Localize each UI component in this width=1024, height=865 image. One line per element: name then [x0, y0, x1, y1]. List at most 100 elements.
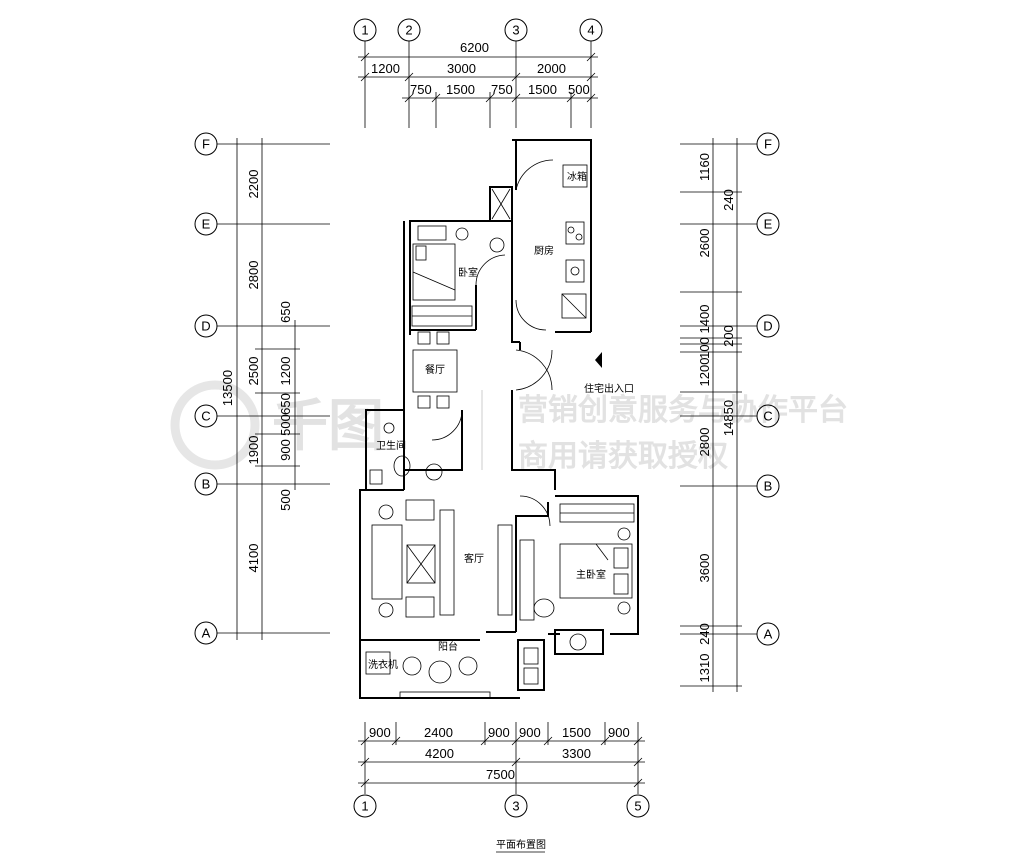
axis-label: A [202, 626, 211, 641]
dim-top: 1200 [371, 61, 400, 76]
building-walls [359, 139, 639, 699]
tv-cabinet-icon [497, 524, 513, 616]
axis-label: 1 [361, 23, 368, 38]
dim-bottom: 1500 [562, 725, 591, 740]
watermark: 千图 营销创意服务与协作平台 商用请获取授权 [170, 380, 848, 474]
axis-marker-top-1: 1 [353, 18, 377, 42]
dim-right-total: 14850 [721, 400, 736, 436]
room-labels: 厨房 冰箱 卧室 餐厅 卫生间 客厅 主卧室 阳台 洗衣机 住宅出入口 [368, 170, 634, 671]
dim-left: 2800 [246, 261, 261, 290]
axis-label: E [202, 217, 211, 232]
chair-icon [533, 598, 555, 618]
lamp-icon [617, 527, 631, 541]
dim-right: 240 [721, 189, 736, 211]
dim-top: 3000 [447, 61, 476, 76]
dim-left-inner: 900 [278, 439, 293, 461]
axis-marker-left-D: D [194, 314, 218, 338]
axis-label: C [763, 409, 772, 424]
axis-marker-left-E: E [194, 212, 218, 236]
room-label-balcony: 阳台 [438, 640, 458, 653]
dim-right: 2800 [697, 428, 712, 457]
dim-top: 1500 [446, 82, 475, 97]
axis-marker-bottom-5: 5 [626, 794, 650, 818]
chair-icon [458, 656, 478, 676]
doors-and-fixtures [365, 159, 635, 685]
sofa-icon [371, 524, 403, 600]
dim-left: 4100 [246, 544, 261, 573]
dim-bottom: 2400 [424, 725, 453, 740]
washer-icon [365, 651, 391, 675]
dim-bottom: 900 [519, 725, 541, 740]
armchair-icon [405, 499, 435, 521]
stove-icon [565, 221, 585, 245]
dining-table-icon [412, 349, 458, 393]
kitchen-cabinet-icon [561, 293, 587, 319]
axis-label: F [202, 137, 210, 152]
room-label-bathroom: 卫生间 [376, 439, 406, 452]
dim-right: 1160 [697, 153, 712, 181]
dim-left: 1900 [246, 436, 261, 465]
dim-bottom: 3300 [562, 746, 591, 761]
dim-right: 1310 [697, 654, 712, 683]
axis-label: B [764, 479, 773, 494]
axis-label: E [764, 217, 773, 232]
dim-bottom: 900 [488, 725, 510, 740]
dim-left-inner: 650 [278, 393, 293, 415]
bed-icon [412, 243, 456, 301]
right-dimensions: F E D C B A 1160 240 2600 1400 200 1200 … [680, 132, 780, 692]
dim-right: 3600 [697, 554, 712, 583]
rug-icon [439, 509, 455, 616]
axis-marker-right-E: E [756, 212, 780, 236]
dim-top: 1500 [528, 82, 557, 97]
watermark-logo-icon [170, 380, 260, 470]
drawing-caption: 平面布置图 [496, 839, 546, 851]
dim-top: 2000 [537, 61, 566, 76]
axis-marker-bottom-1: 1 [353, 794, 377, 818]
axis-marker-right-A: A [756, 622, 780, 646]
axis-label: 5 [634, 799, 641, 814]
lamp-icon [617, 601, 631, 615]
dim-right: 1400 [697, 305, 712, 334]
bottom-dimensions: 900 2400 900 900 1500 900 4200 3300 7500… [353, 722, 650, 818]
entrance-arrow-icon [595, 352, 602, 368]
axis-marker-left-B: B [194, 472, 218, 496]
axis-label: D [763, 319, 772, 334]
room-label-dining: 餐厅 [425, 363, 445, 376]
axis-label: 3 [512, 23, 519, 38]
room-label-bedroom: 卧室 [458, 266, 478, 279]
axis-label: 4 [587, 23, 594, 38]
axis-marker-right-F: F [756, 132, 780, 156]
lamp-icon [378, 504, 394, 520]
axis-label: C [201, 409, 210, 424]
axis-marker-left-C: C [194, 404, 218, 428]
axis-marker-top-3: 3 [504, 18, 528, 42]
dim-left-inner: 650 [278, 301, 293, 323]
lamp-icon [455, 227, 469, 241]
watermark-line2: 商用请获取授权 [518, 439, 728, 474]
watermark-line1: 营销创意服务与协作平台 [518, 393, 848, 428]
room-label-master-bedroom: 主卧室 [576, 568, 606, 581]
dim-right: 100 [697, 337, 712, 359]
axis-label: D [201, 319, 210, 334]
plant-icon [569, 633, 587, 651]
dim-right: 1200 [697, 358, 712, 387]
axis-marker-bottom-3: 3 [504, 794, 528, 818]
room-label-entrance: 住宅出入口 [584, 382, 634, 395]
axis-marker-right-B: B [756, 474, 780, 498]
fridge-icon [562, 164, 588, 188]
room-label-living: 客厅 [464, 552, 484, 565]
room-label-fridge: 冰箱 [567, 170, 587, 183]
dim-top-total: 6200 [460, 40, 489, 55]
axis-marker-left-F: F [194, 132, 218, 156]
shower-icon [383, 422, 395, 434]
dim-right: 200 [721, 325, 736, 347]
dim-bottom: 4200 [425, 746, 454, 761]
dim-right: 240 [697, 623, 712, 645]
washbasin-icon [425, 463, 443, 481]
axis-label: 2 [405, 23, 412, 38]
axis-marker-top-4: 4 [579, 18, 603, 42]
axis-label: A [764, 627, 773, 642]
chair-icon [402, 656, 422, 676]
dim-left-inner: 500 [278, 489, 293, 511]
